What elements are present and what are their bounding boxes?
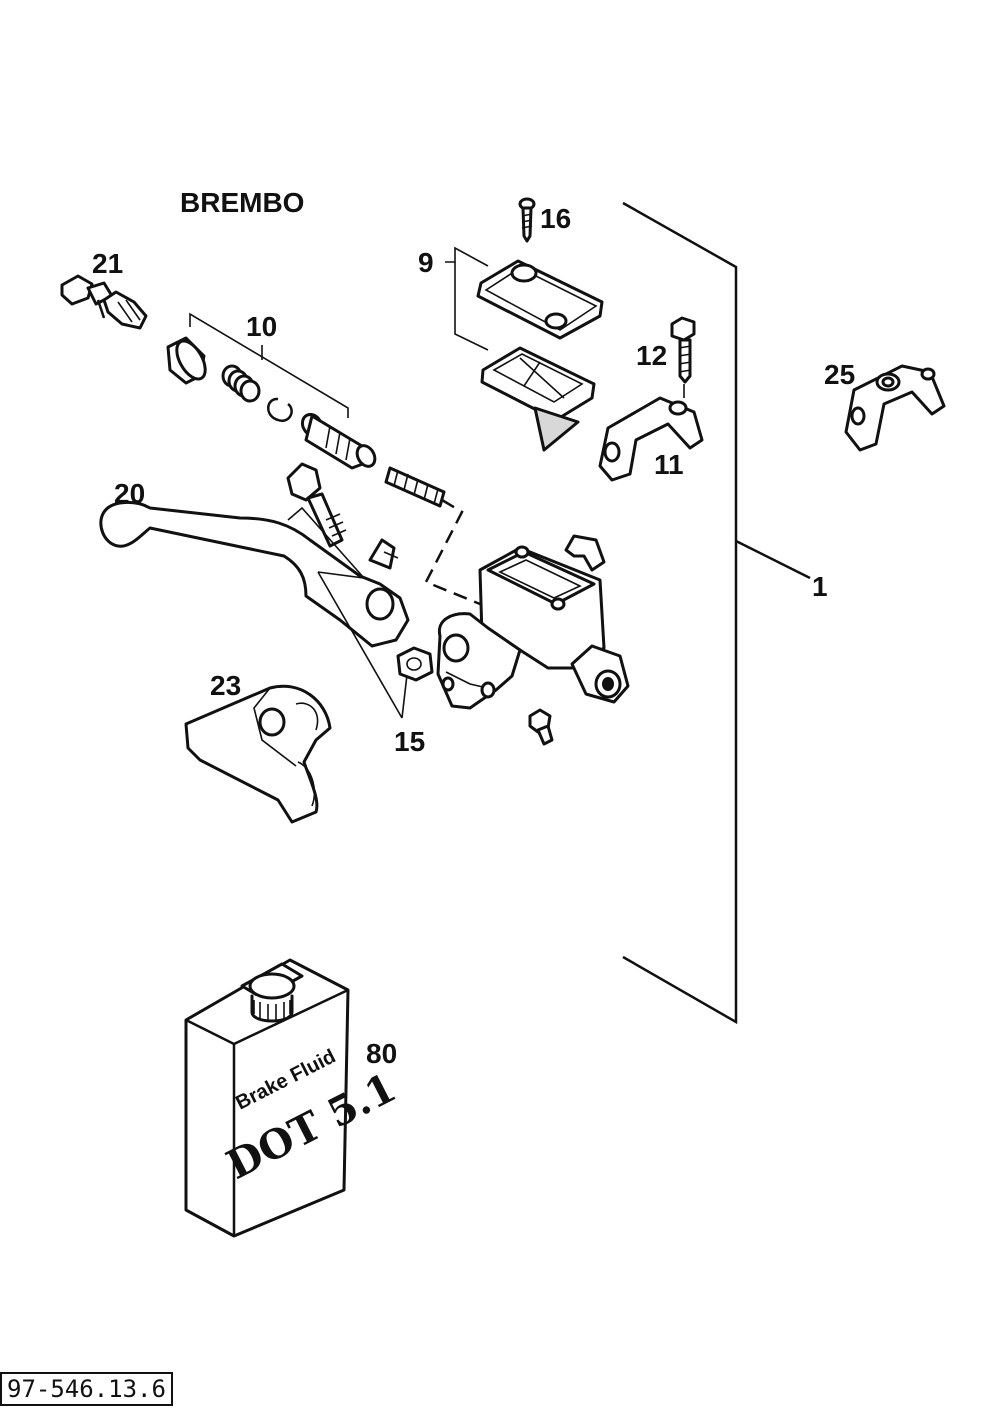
part-80-brake-fluid-can: Brake Fluid DOT 5.1	[184, 958, 403, 1238]
callout-20: 20	[114, 478, 145, 509]
part-12-clamp-bolt	[670, 316, 696, 398]
part-15-pivot-bolt	[286, 462, 409, 719]
callout-15: 15	[394, 726, 425, 757]
callout-10: 10	[246, 311, 277, 342]
master-cylinder-screw	[528, 708, 554, 746]
drawing-code-label: 97-546.13.6	[0, 1372, 173, 1406]
assembly-bracket	[622, 201, 811, 1025]
part-16-screw	[518, 197, 536, 243]
part-20-lever	[99, 501, 410, 648]
callout-16: 16	[540, 203, 571, 234]
callout-11: 11	[654, 449, 684, 480]
part-10-return-spring	[384, 466, 446, 508]
callout-80: 80	[366, 1038, 397, 1069]
callout-1: 1	[812, 571, 828, 602]
callout-25: 25	[824, 359, 855, 390]
callout-21: 21	[92, 248, 123, 279]
part-21-bleed-screw	[60, 274, 148, 330]
part-10-piston-kit	[166, 312, 446, 508]
part-23-lever-guard	[184, 684, 332, 824]
part-9-reservoir-cap	[445, 246, 604, 351]
part-10-piston	[300, 412, 377, 470]
callout-9: 9	[418, 247, 434, 278]
master-cylinder-body	[436, 534, 630, 710]
assembly-axis-line	[424, 498, 481, 606]
part-15-nut	[396, 646, 434, 682]
callout-12: 12	[636, 340, 667, 371]
part-10-spring	[221, 364, 261, 403]
part-25-clamp	[844, 364, 946, 452]
part-11-clamp	[598, 396, 704, 482]
callout-23: 23	[210, 670, 241, 701]
brand-title: BREMBO	[180, 187, 304, 218]
part-9-gasket	[480, 346, 596, 452]
